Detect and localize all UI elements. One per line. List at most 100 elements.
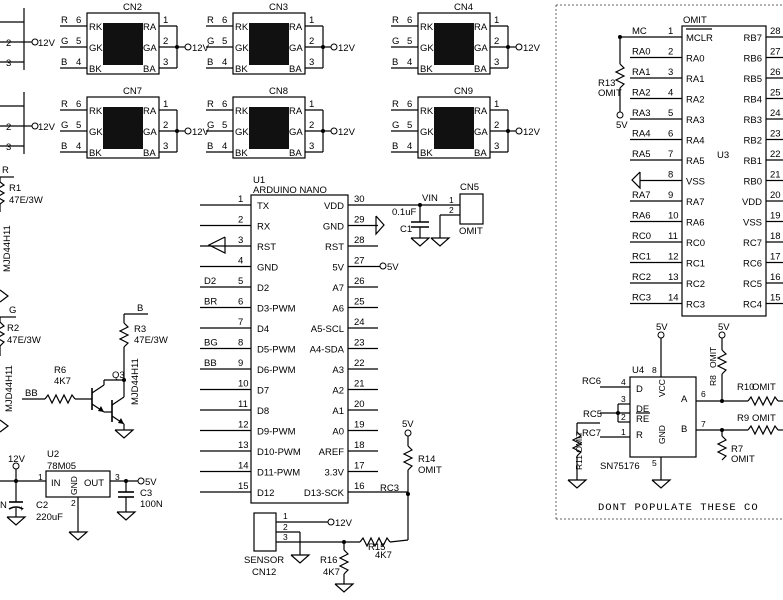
pin-name: RK xyxy=(235,106,249,117)
net-label-rc7: RC7 xyxy=(582,428,601,439)
u4-pin-a: A xyxy=(681,394,688,405)
pin-number: 4 xyxy=(407,141,412,152)
pin-name: RA3 xyxy=(686,115,704,126)
pin-name: RA xyxy=(289,106,303,117)
left-edge-connector-mid: 2 3 12V xyxy=(0,92,56,154)
pin-number: 2 xyxy=(309,36,314,47)
pin-name: GK xyxy=(420,127,434,138)
pin-number: 2 xyxy=(449,205,454,215)
pin-name: D9-PWM xyxy=(257,427,296,438)
pin-name: GA xyxy=(289,43,303,54)
pin-number: 2 xyxy=(494,120,499,131)
pin-number: 1 xyxy=(163,15,168,26)
pin-name: BK xyxy=(420,64,433,75)
pin-name: GA xyxy=(474,127,488,138)
net-label-12v: 12V xyxy=(192,43,210,54)
pin-number: 1 xyxy=(309,15,314,26)
pin-name: RK xyxy=(89,22,103,33)
pin-name: D4 xyxy=(257,324,269,335)
pin-name: RA xyxy=(474,106,488,117)
r2-resistor: G R2 47E/3W MJD44H11 xyxy=(0,305,41,433)
net-terminal xyxy=(330,43,338,51)
module-body xyxy=(86,96,160,159)
pin-name: RC4 xyxy=(743,300,762,311)
r3-ref: R3 xyxy=(134,324,146,335)
net-label: D2 xyxy=(204,276,216,287)
module-ref: CN9 xyxy=(454,86,473,97)
pin-name: VDD xyxy=(324,201,344,212)
pin-number: 4 xyxy=(76,141,81,152)
arduino-nano-u1: U1 ARDUINO NANO 1TX2RX3RST4GND5D2D26D3-P… xyxy=(200,175,484,504)
pin-number: 6 xyxy=(76,15,81,26)
pin-number: 1 xyxy=(494,15,499,26)
module-body xyxy=(417,12,491,75)
pin-number: 3 xyxy=(494,57,499,68)
pin-number: 18 xyxy=(770,231,781,242)
pin-number: 28 xyxy=(354,235,365,246)
pin-name: A4-SDA xyxy=(310,345,345,356)
u3-ref: U3 xyxy=(717,150,729,161)
pin-number: 3 xyxy=(668,67,673,78)
pin-number: 11 xyxy=(668,231,678,242)
pin-number: 2 xyxy=(621,412,626,422)
pin-number: 17 xyxy=(354,461,365,472)
left-edge-connector-top: 2 3 12V xyxy=(0,8,56,70)
cn5-omit: OMIT xyxy=(459,226,483,237)
u2-ref: U2 xyxy=(47,449,59,460)
pin-name: BK xyxy=(420,148,433,159)
r11-ref-value: R11 OMIT xyxy=(574,431,584,470)
r13-value: OMIT xyxy=(598,88,622,99)
pin-number: 30 xyxy=(354,194,365,205)
r14-value: OMIT xyxy=(418,465,442,476)
net-label-12v: 12V xyxy=(523,127,541,138)
r2-ref: R2 xyxy=(7,323,19,334)
module-ref: CN4 xyxy=(454,2,473,13)
pin-number: 11 xyxy=(238,399,248,410)
pin-number: 23 xyxy=(354,338,365,349)
net-terminal xyxy=(12,462,20,470)
pin-number: 26 xyxy=(770,67,781,78)
pin-name: BK xyxy=(235,64,248,75)
pin-number: 18 xyxy=(354,440,365,451)
u2-in-pin: IN xyxy=(51,478,61,489)
pin-name: RK xyxy=(420,106,434,117)
pin-name: RA4 xyxy=(686,136,704,147)
signal-label: R xyxy=(61,99,68,110)
r7-ref: R7 xyxy=(731,444,743,455)
net-terminal xyxy=(515,43,523,51)
pin-name: RC5 xyxy=(743,279,762,290)
net-label-12v: 12V xyxy=(38,122,56,133)
pin-number: 3 xyxy=(163,57,168,68)
pin-name: D12 xyxy=(257,488,274,499)
pin-label: 3 xyxy=(6,58,11,69)
signal-label: G xyxy=(392,36,399,47)
pin-name: D6-PWM xyxy=(257,365,296,376)
pin-name: BA xyxy=(143,148,156,159)
pin-number: 5 xyxy=(76,36,81,47)
net-label-g: G xyxy=(9,305,16,316)
pin-number: 4 xyxy=(76,57,81,68)
net-label-5v: 5V xyxy=(718,322,730,333)
pin-number: 19 xyxy=(770,211,781,222)
pin-number: 17 xyxy=(770,252,781,263)
net-label-12v: 12V xyxy=(338,127,356,138)
pin-number: 5 xyxy=(652,458,657,468)
net-label-12v: 12V xyxy=(338,43,356,54)
pin-name: RST xyxy=(325,242,344,253)
pin-number: 1 xyxy=(621,427,626,437)
pin-number: 8 xyxy=(668,170,673,181)
u1-ref: U1 xyxy=(253,175,265,186)
net-label-vin: VIN xyxy=(422,193,438,204)
pin-number: 6 xyxy=(407,15,412,26)
pin-number: 15 xyxy=(770,293,781,304)
signal-label: G xyxy=(392,120,399,131)
pin-number: 1 xyxy=(668,26,673,37)
pin-number: 29 xyxy=(354,215,365,226)
pin-name: VDD xyxy=(742,197,762,208)
pin-name: BA xyxy=(289,64,302,75)
pin-name: D2 xyxy=(257,283,269,294)
u4-pin-r: R xyxy=(636,430,643,441)
